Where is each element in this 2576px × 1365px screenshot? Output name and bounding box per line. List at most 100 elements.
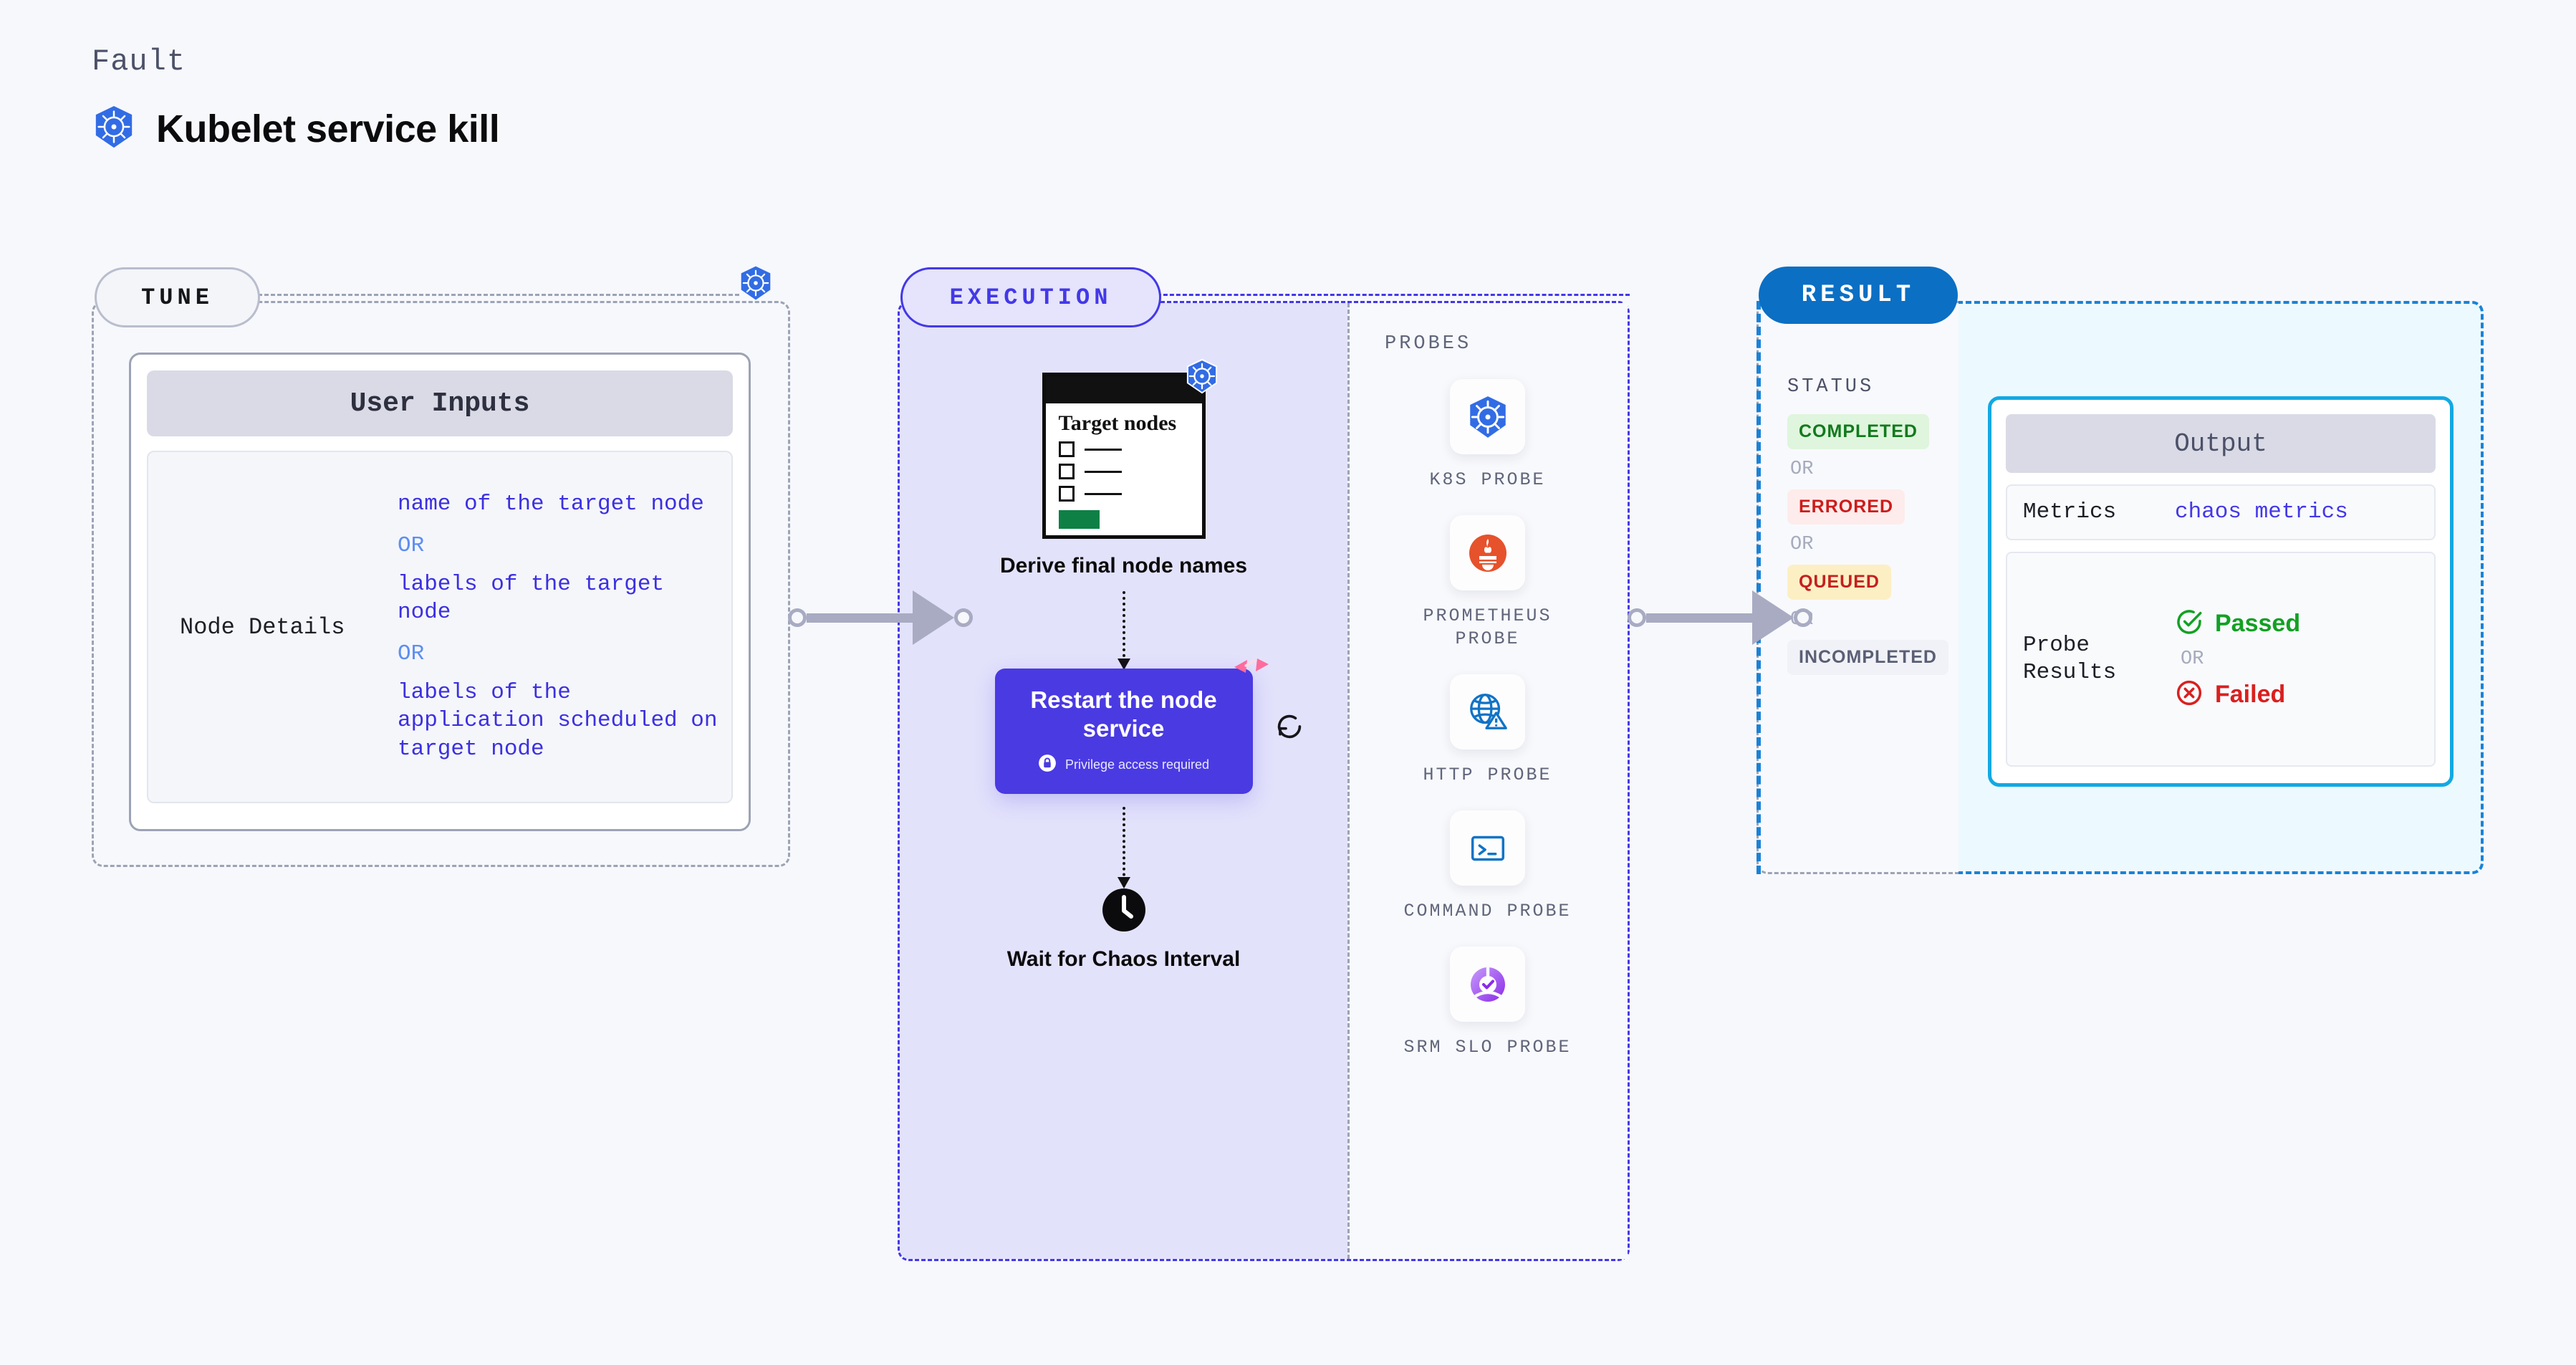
probe-label: SRM SLO PROBE [1403, 1037, 1572, 1058]
probe-label: K8S PROBE [1429, 469, 1546, 490]
tune-pill-label: TUNE [95, 267, 260, 327]
probe-result-passed: Passed [2175, 608, 2300, 640]
probe-item-http[interactable]: HTTP PROBE [1347, 674, 1628, 786]
probe-results-values: Passed OR Failed [2175, 608, 2300, 711]
connector-end-dot [1794, 608, 1812, 627]
lock-icon [1038, 754, 1057, 776]
connector-start-dot [788, 608, 807, 627]
status-badge: INCOMPLETED [1787, 640, 1948, 675]
restart-node-service-label: Restart the node service [1030, 686, 1217, 742]
x-circle-icon [2175, 679, 2203, 711]
checkbox-icon [1058, 464, 1075, 480]
probes-background [1347, 303, 1628, 1259]
flow-arrow [1117, 590, 1130, 670]
metrics-row: Metrics chaos metrics [2006, 484, 2436, 540]
terminal-icon [1450, 810, 1525, 886]
probe-label: HTTP PROBE [1423, 764, 1552, 785]
user-inputs-header: User Inputs [147, 370, 733, 436]
or-separator: OR [1790, 609, 1948, 631]
node-detail-value-1: name of the target node [398, 492, 704, 517]
checkbox-icon [1058, 486, 1075, 502]
harness-icon [1231, 648, 1272, 692]
or-separator: OR [398, 641, 425, 666]
output-card: Output Metrics chaos metrics Probe Resul… [1988, 396, 2454, 787]
or-separator: OR [1790, 459, 1814, 480]
status-label: STATUS [1787, 376, 1875, 398]
execution-flow: Target nodes Derive final node names [900, 358, 1347, 972]
or-separator: OR [2181, 648, 2204, 670]
restart-node-service-box[interactable]: Restart the node service Privilege acces… [994, 658, 1269, 794]
connector-tune-to-execution [788, 590, 973, 645]
placeholder-line [1084, 470, 1122, 473]
status-badge: COMPLETED [1787, 414, 1929, 449]
execution-top-dashed-line [1157, 294, 1630, 296]
kubernetes-icon [738, 265, 774, 305]
probe-item-prometheus[interactable]: PROMETHEUS PROBE [1347, 515, 1628, 650]
placeholder-line [1084, 448, 1122, 451]
page-title: Kubelet service kill [156, 107, 500, 150]
probe-result-failed: Failed [2175, 679, 2300, 711]
probe-item-srm-slo[interactable]: SRM SLO PROBE [1347, 947, 1628, 1058]
kubernetes-icon [1183, 358, 1221, 398]
checkbox-icon [1058, 441, 1075, 458]
placeholder-line [1084, 492, 1122, 495]
kubernetes-icon [92, 105, 136, 153]
tune-top-dashed-line [258, 294, 739, 296]
passed-label: Passed [2215, 609, 2301, 637]
connector-line [807, 613, 914, 623]
user-inputs-card: User Inputs Node Details name of the tar… [129, 353, 751, 831]
status-badge: QUEUED [1787, 565, 1891, 600]
fault-label: Fault [92, 44, 186, 79]
probe-label: COMMAND PROBE [1403, 901, 1572, 921]
result-pill-label: RESULT [1759, 267, 1958, 324]
metrics-value[interactable]: chaos metrics [2175, 499, 2348, 525]
target-nodes-title: Target nodes [1058, 411, 1177, 435]
card-titlebar [1045, 376, 1202, 403]
probe-item-command[interactable]: COMMAND PROBE [1347, 810, 1628, 922]
execution-probes-divider [1347, 303, 1350, 1259]
connector-end-dot [954, 608, 973, 627]
connector-arrowhead [913, 590, 954, 645]
connector-execution-to-result [1628, 590, 1812, 645]
node-detail-value-2: labels of the target node [398, 571, 665, 626]
tune-panel [92, 301, 790, 867]
probe-results-key: Probe Results [2023, 633, 2117, 685]
target-nodes-card: Target nodes [1042, 358, 1217, 539]
clock-icon [1101, 887, 1147, 937]
green-status-bar [1058, 510, 1100, 530]
status-badge: ERRORED [1787, 489, 1905, 525]
check-circle-icon [2175, 608, 2203, 640]
or-separator: OR [398, 532, 425, 558]
node-details-row: Node Details name of the target node OR … [147, 451, 733, 803]
probe-item-k8s[interactable]: K8S PROBE [1347, 379, 1628, 491]
metrics-key: Metrics [2023, 499, 2117, 525]
srm-slo-icon [1450, 947, 1525, 1022]
output-header: Output [2006, 414, 2436, 473]
connector-start-dot [1628, 608, 1646, 627]
probe-results-row: Probe Results Passed OR [2006, 551, 2436, 767]
prometheus-icon [1450, 515, 1525, 591]
connector-arrowhead [1752, 590, 1794, 645]
wait-chaos-interval-caption: Wait for Chaos Interval [1006, 947, 1241, 971]
execution-panel [898, 301, 1630, 1261]
restart-step-wrapper: Restart the node service Privilege acces… [994, 658, 1301, 794]
probe-label: PROMETHEUS PROBE [1423, 605, 1552, 649]
probes-column: PROBES K8S PROBE [1347, 303, 1628, 1059]
result-left-border [1756, 301, 1761, 874]
derive-node-names-caption: Derive final node names [999, 554, 1248, 578]
node-detail-value-3: labels of the application scheduled on t… [398, 679, 718, 762]
execution-pill-label: EXECUTION [900, 267, 1161, 327]
status-list: COMPLETED OR ERRORED OR QUEUED OR INCOMP… [1787, 414, 1948, 675]
page-header: Fault Kubelet service kill [92, 44, 500, 153]
failed-label: Failed [2215, 680, 2286, 708]
flow-arrow [1117, 806, 1130, 889]
node-details-key: Node Details [180, 613, 345, 641]
probes-label: PROBES [1385, 333, 1472, 355]
connector-line [1646, 613, 1754, 623]
or-separator: OR [1790, 534, 1814, 555]
kubernetes-icon [1450, 379, 1525, 454]
privilege-note: Privilege access required [1064, 757, 1210, 772]
globe-warning-icon [1450, 674, 1525, 749]
retry-icon [1273, 710, 1306, 747]
node-details-values: name of the target node OR labels of the… [398, 490, 719, 763]
